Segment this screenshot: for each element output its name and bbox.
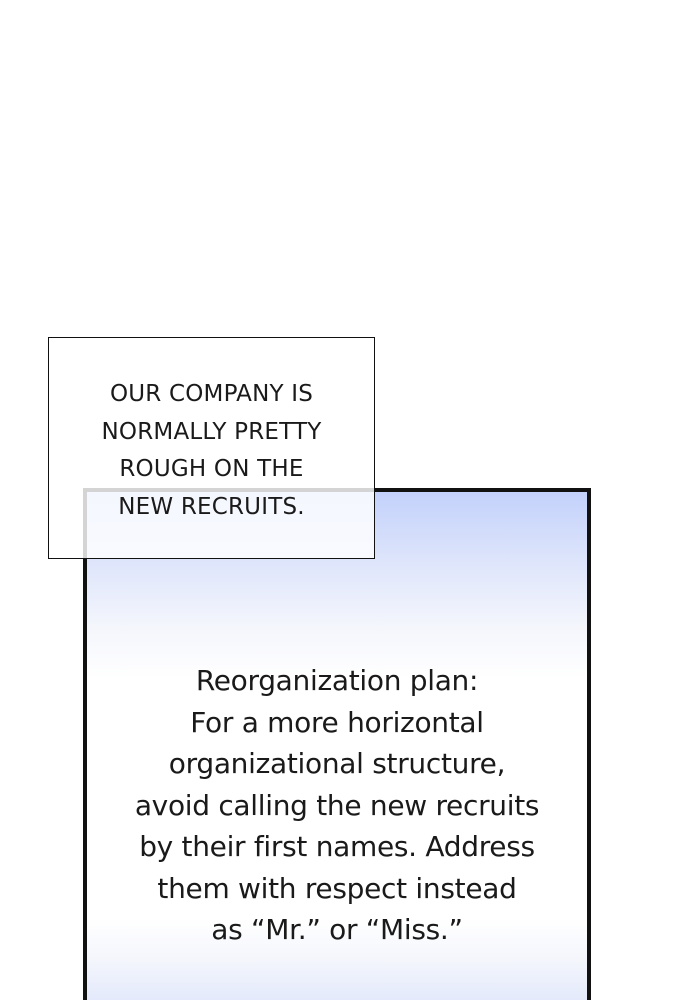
notice-line: Reorganization plan:: [195, 664, 479, 697]
notice-text: Reorganization plan: For a more horizont…: [87, 660, 587, 951]
notice-line: For a more horizontal: [190, 705, 484, 739]
narration-caption-box: OUR COMPANY IS NORMALLY PRETTY ROUGH ON …: [48, 337, 375, 559]
caption-line: NORMALLY PRETTY: [101, 418, 322, 445]
notice-line: by their first names. Address: [139, 830, 535, 863]
caption-line: OUR COMPANY IS: [109, 381, 314, 407]
notice-line: organizational structure,: [168, 747, 506, 780]
caption-line: ROUGH ON THE: [119, 456, 304, 482]
notice-line: avoid calling the new recruits: [134, 788, 540, 822]
caption-text: OUR COMPANY IS NORMALLY PRETTY ROUGH ON …: [49, 376, 374, 526]
notice-line: as “Mr.” or “Miss.”: [211, 913, 463, 946]
notice-panel: Reorganization plan: For a more horizont…: [83, 488, 591, 1000]
notice-line: them with respect instead: [157, 871, 517, 905]
caption-line: NEW RECRUITS.: [118, 493, 305, 520]
